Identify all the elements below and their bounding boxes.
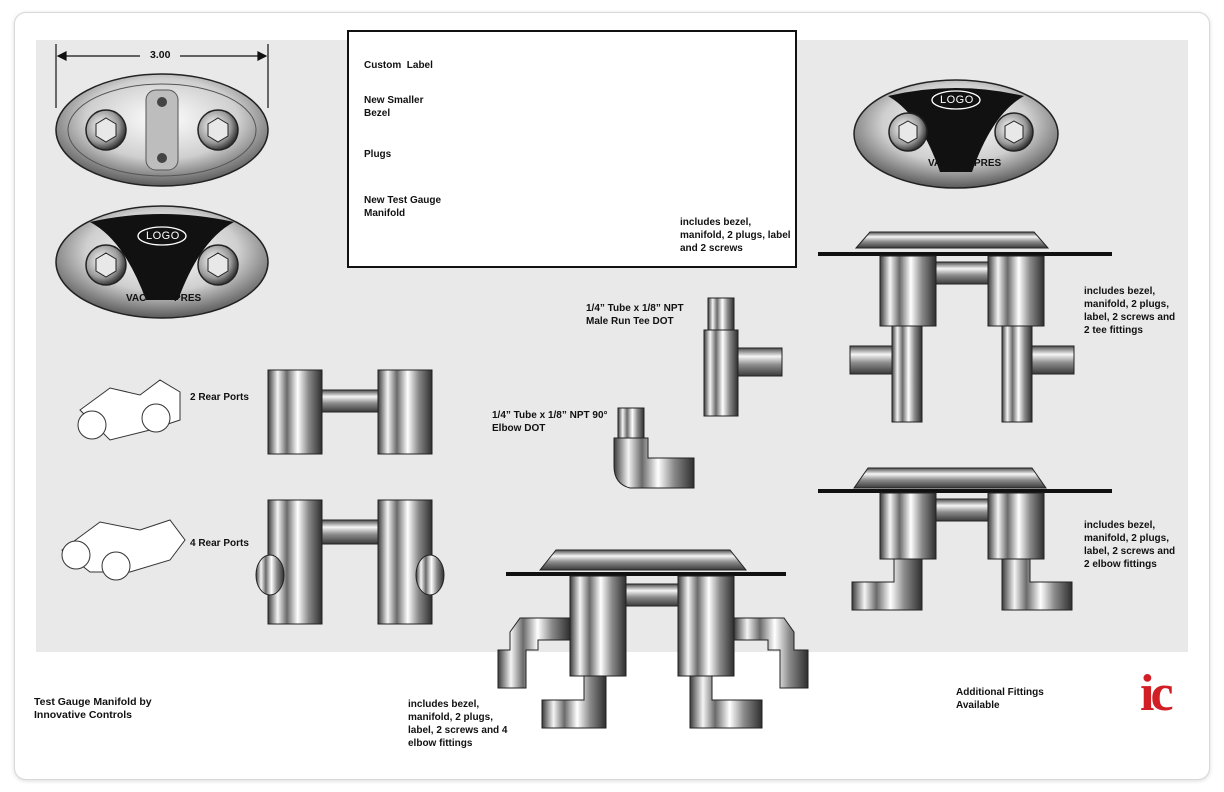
tee-pair-includes: includes bezel, manifold, 2 plugs, label… — [1084, 286, 1176, 336]
kit-box — [347, 30, 797, 268]
kit-includes-text: includes bezel, manifold, 2 plugs, label… — [680, 217, 791, 254]
new-manifold-text: New Test Gauge Manifold — [364, 195, 442, 219]
manifold-2-ports — [77, 369, 433, 455]
tee-fitting — [703, 297, 783, 417]
bezel-plain — [55, 73, 269, 187]
dimension-line — [55, 44, 269, 108]
plugs-text: Plugs — [364, 149, 392, 160]
custom-label-text: Custom Label — [364, 60, 433, 71]
ic-logo: ic — [1140, 665, 1173, 722]
elbow-pair-includes: includes bezel, manifold, 2 plugs, label… — [1084, 520, 1176, 570]
elbow-fitting — [613, 407, 695, 489]
assembly-four-elbows — [497, 549, 809, 729]
elbow-fitting-label: 1/4” Tube x 1/8” NPT 90° Elbow DOT — [492, 410, 608, 434]
manifold-4-ports — [61, 499, 445, 625]
dimension-value: 3.00 — [150, 49, 171, 61]
logo-label-right: LOGO — [940, 94, 974, 106]
four-elbows-includes: includes bezel, manifold, 2 plugs, label… — [408, 699, 508, 749]
two-ports-label: 2 Rear Ports — [190, 392, 249, 403]
pres-label-left: PRES — [174, 293, 202, 304]
vac-label-left: VAC — [126, 293, 147, 304]
bezel-logo-right — [853, 79, 1059, 189]
logo-label-left: LOGO — [146, 230, 180, 242]
pres-label-right: PRES — [974, 158, 1002, 169]
tee-fitting-label: 1/4” Tube x 1/8” NPT Male Run Tee DOT — [586, 303, 684, 327]
four-ports-label: 4 Rear Ports — [190, 538, 249, 549]
footer-title: Test Gauge Manifold by Innovative Contro… — [34, 696, 152, 721]
bezel-logo-left — [55, 205, 269, 319]
additional-fittings-note: Additional Fittings Available — [956, 687, 1044, 711]
assembly-tee-pair — [818, 231, 1112, 423]
assembly-elbow-pair — [818, 467, 1112, 611]
new-bezel-text: New Smaller Bezel — [364, 95, 424, 119]
vac-label-right: VAC — [928, 158, 949, 169]
